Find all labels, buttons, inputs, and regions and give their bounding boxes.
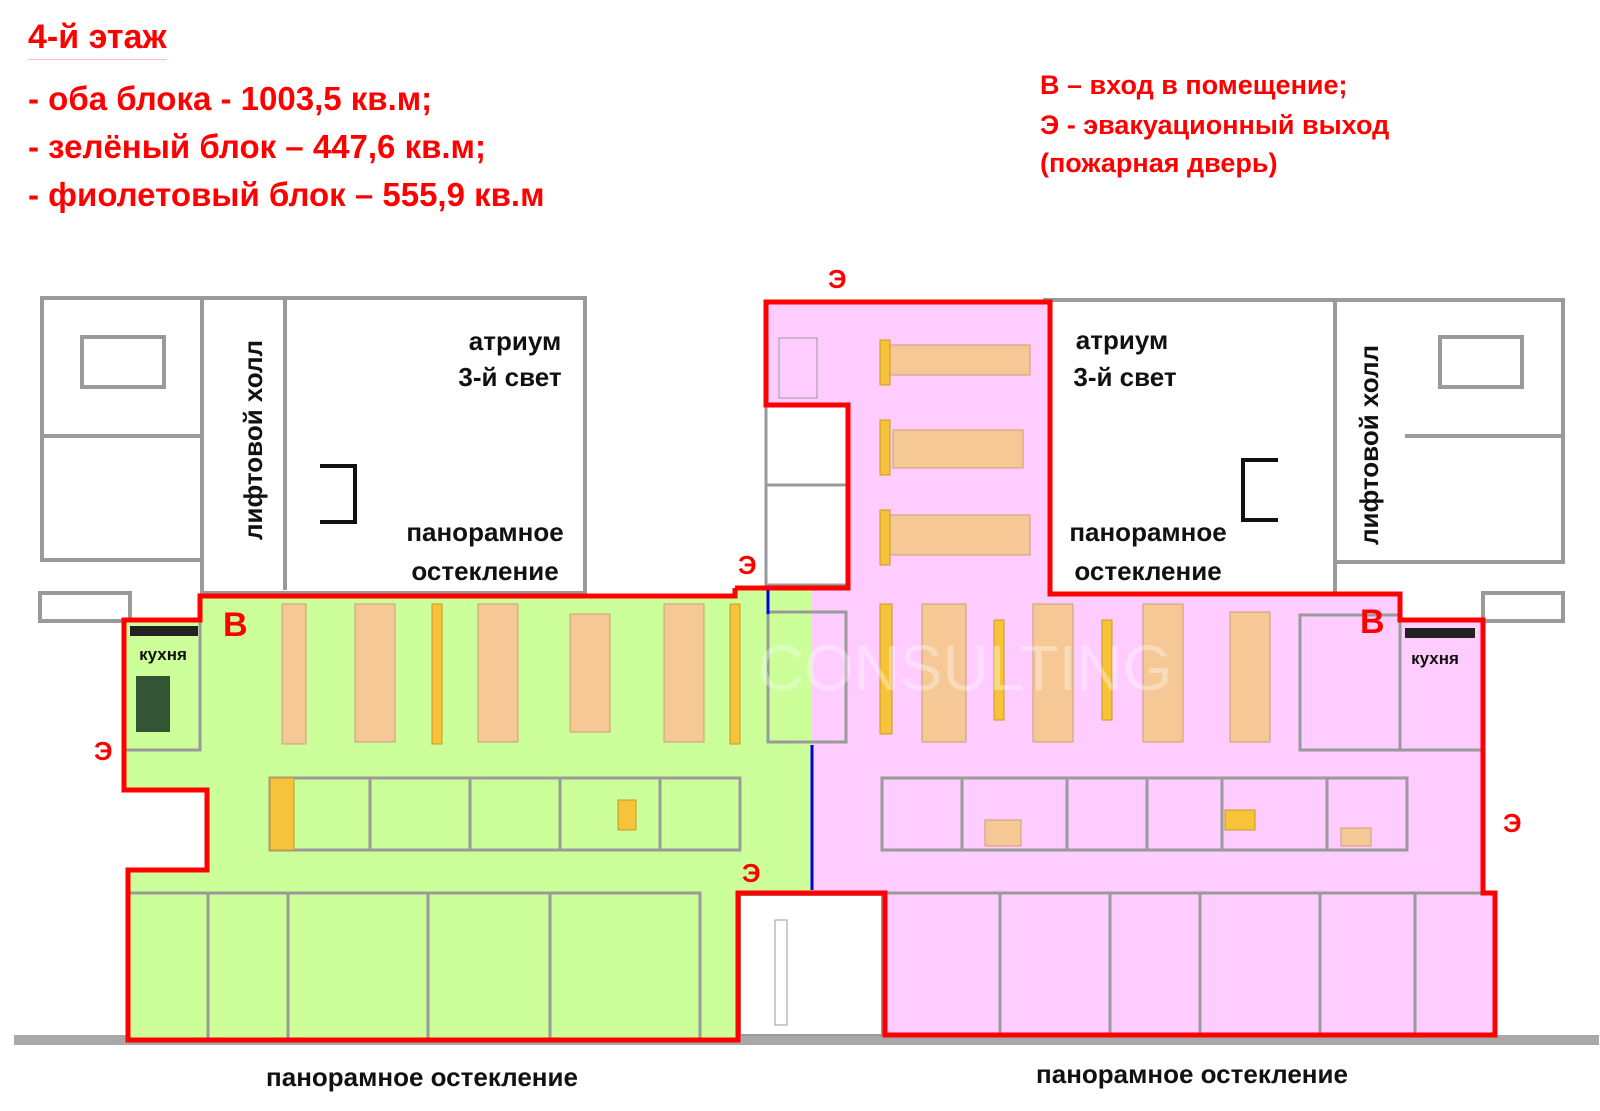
desk: [569, 613, 611, 733]
lift-hall-right: лифтовой холл: [1354, 345, 1384, 545]
glazing-right-1: панорамное: [1069, 517, 1226, 547]
stairwell: [739, 894, 883, 1036]
purple-block: [766, 302, 1495, 1035]
purple-block-outline: [735, 299, 1498, 1038]
watermark: CONSULTING: [758, 632, 1173, 704]
room: [764, 483, 850, 587]
storage: [617, 799, 637, 831]
stair-rail: [774, 919, 788, 1026]
storage: [879, 419, 891, 476]
storage: [993, 619, 1005, 721]
lift-hall-left: лифтовой холл: [238, 340, 268, 540]
floor-title: 4-й этаж: [28, 18, 167, 60]
area-both-blocks: - оба блока - 1003,5 кв.м;: [28, 80, 433, 117]
desk: [477, 603, 519, 743]
area-green-block: - зелёный блок – 447,6 кв.м;: [28, 128, 486, 165]
glazing-left-2: остекление: [411, 556, 558, 586]
room: [1325, 776, 1409, 852]
desk: [884, 344, 1031, 376]
atrium-label-right: атриум: [1076, 325, 1168, 355]
desk: [1142, 603, 1184, 743]
storage: [1224, 809, 1256, 831]
facade-glazing: [14, 1035, 1599, 1045]
atrium-label-left: атриум: [469, 326, 561, 356]
desks: [130, 337, 1475, 851]
desk: [1340, 827, 1372, 847]
elevator-icon: [320, 458, 1278, 524]
storage: [269, 777, 295, 851]
desk: [354, 603, 396, 743]
legend-exit: Э - эвакуационный выход: [1040, 110, 1390, 140]
desk: [984, 819, 1022, 847]
desk: [281, 603, 307, 745]
entrance-mark-purple: В: [1360, 603, 1385, 641]
kitchen-left: кухня: [139, 645, 187, 664]
entrance-mark-green: В: [223, 606, 248, 644]
bottom-glazing-right: панорамное остекление: [1036, 1059, 1348, 1089]
desk: [1032, 603, 1074, 743]
bottom-glazing-left: панорамное остекление: [266, 1062, 578, 1092]
desk: [892, 429, 1024, 469]
kitchen-right: кухня: [1411, 649, 1459, 668]
desk: [921, 603, 967, 743]
storage: [1101, 619, 1113, 721]
glazing-left-1: панорамное: [406, 517, 563, 547]
storage: [879, 509, 891, 566]
exit-mark-bottom: Э: [742, 858, 761, 888]
room: [658, 776, 742, 852]
room: [764, 403, 850, 487]
green-block-outline: [121, 588, 812, 1043]
atrium-sub-right: 3-й свет: [1073, 362, 1177, 392]
atrium-sub-left: 3-й свет: [458, 362, 562, 392]
kitchen-table: [136, 676, 170, 732]
kitchen-counter: [1405, 628, 1475, 638]
storage: [431, 603, 443, 745]
room: [766, 610, 848, 744]
storage: [879, 603, 893, 735]
green-block: [124, 588, 812, 1040]
desk: [663, 603, 705, 743]
exit-mark-left: Э: [94, 736, 113, 766]
legend-exit-note: (пожарная дверь): [1040, 148, 1278, 178]
glazing-right-2: остекление: [1074, 556, 1221, 586]
kitchen-counter: [130, 626, 198, 636]
exit-mark-top: Э: [828, 264, 847, 294]
desk: [884, 514, 1031, 556]
storage: [879, 339, 891, 386]
desk: [1229, 611, 1271, 743]
exit-mark-center: Э: [738, 550, 757, 580]
exit-mark-right: Э: [1503, 808, 1522, 838]
legend-entrance: В – вход в помещение;: [1040, 70, 1348, 100]
meeting-table: [778, 337, 818, 399]
area-purple-block: - фиолетовый блок – 555,9 кв.м: [28, 176, 545, 213]
storage: [729, 603, 741, 745]
